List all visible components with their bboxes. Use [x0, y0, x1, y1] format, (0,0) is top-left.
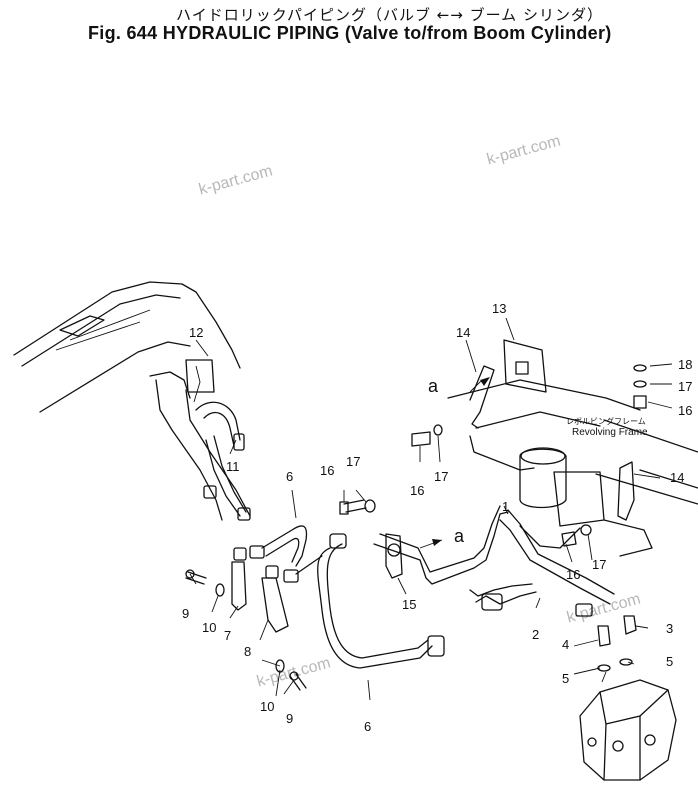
- callout-2: 2: [532, 627, 540, 642]
- o-ring-5-right: [619, 658, 633, 666]
- callout-5: 5: [666, 654, 674, 669]
- callout-10: 10: [202, 620, 217, 635]
- callout-10: 10: [260, 699, 275, 714]
- callout-3: 3: [666, 621, 674, 636]
- callout-a: a: [428, 376, 439, 396]
- callout-12: 12: [189, 325, 204, 340]
- hose-6-lower: [295, 533, 445, 669]
- boom-arm: [13, 281, 251, 521]
- callout-6: 6: [286, 469, 294, 484]
- hardware-right: [411, 364, 647, 547]
- bracket-13: [469, 339, 547, 429]
- pipe-2: [469, 583, 593, 617]
- callout-13: 13: [492, 301, 507, 316]
- frame-label-english: Revolving Frame: [572, 427, 648, 438]
- callout-14: 14: [456, 325, 471, 340]
- pipe-1: [373, 505, 615, 605]
- callout-17: 17: [346, 454, 361, 469]
- bolt-16-mid: [339, 499, 376, 515]
- frame-label-japanese: レボルビングフレーム: [566, 417, 646, 426]
- callout-7: 7: [224, 628, 232, 643]
- callout-8: 8: [244, 644, 252, 659]
- hose-bundle: [185, 359, 251, 521]
- callout-6: 6: [364, 719, 372, 734]
- bolt-9-lower: [275, 659, 307, 691]
- callout-16: 16: [566, 567, 581, 582]
- callout-5: 5: [562, 671, 570, 686]
- callout-a: a: [454, 526, 465, 546]
- title-japanese: ハイドロリックパイピング（バルブ ←→ ブーム シリンダ）: [176, 6, 603, 24]
- callout-17: 17: [434, 469, 449, 484]
- callout-16: 16: [320, 463, 335, 478]
- title-english: Fig. 644 HYDRAULIC PIPING (Valve to/from…: [88, 23, 612, 43]
- callout-14: 14: [670, 470, 685, 485]
- callout-4: 4: [562, 637, 570, 652]
- bolt-9-left: [185, 569, 225, 597]
- callout-16: 16: [410, 483, 425, 498]
- bracket-14-right: [617, 461, 635, 521]
- callout-17: 17: [592, 557, 607, 572]
- control-valve: [579, 679, 677, 781]
- callout-16: 16: [678, 403, 693, 418]
- fitting-4: [597, 625, 611, 647]
- revolving-frame: [447, 379, 698, 557]
- callout-15: 15: [402, 597, 417, 612]
- clamp-15: [385, 533, 403, 579]
- fitting-3: [623, 615, 637, 635]
- hose-6-upper: [233, 525, 308, 583]
- leader-lines: [189, 317, 673, 701]
- callout-9: 9: [286, 711, 294, 726]
- bracket-7: [231, 561, 289, 633]
- leader: [261, 659, 281, 667]
- callout-11: 11: [226, 459, 240, 474]
- callout-18: 18: [678, 357, 693, 372]
- callout-9: 9: [182, 606, 190, 621]
- callout-1: 1: [502, 499, 510, 514]
- callout-17: 17: [678, 379, 693, 394]
